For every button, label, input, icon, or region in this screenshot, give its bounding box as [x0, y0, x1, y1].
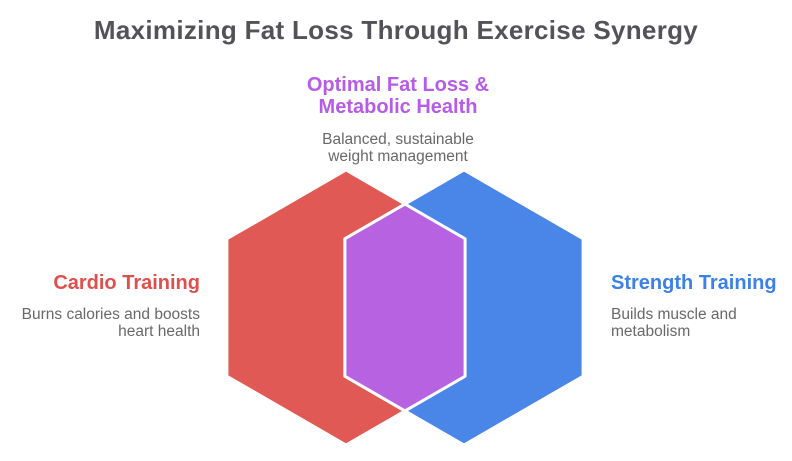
intersection-label: Optimal Fat Loss & Metabolic Health — [306, 74, 490, 118]
cardio-description: Burns calories and boosts heart health — [21, 306, 200, 340]
cardio-label: Cardio Training — [53, 272, 200, 294]
strength-description: Builds muscle and metabolism — [611, 306, 737, 340]
page-title: Maximizing Fat Loss Through Exercise Syn… — [93, 15, 699, 45]
strength-label: Strength Training — [611, 272, 777, 294]
intersection-description: Balanced, sustainable weight management — [322, 131, 474, 165]
intersection-hexagon — [343, 202, 467, 413]
